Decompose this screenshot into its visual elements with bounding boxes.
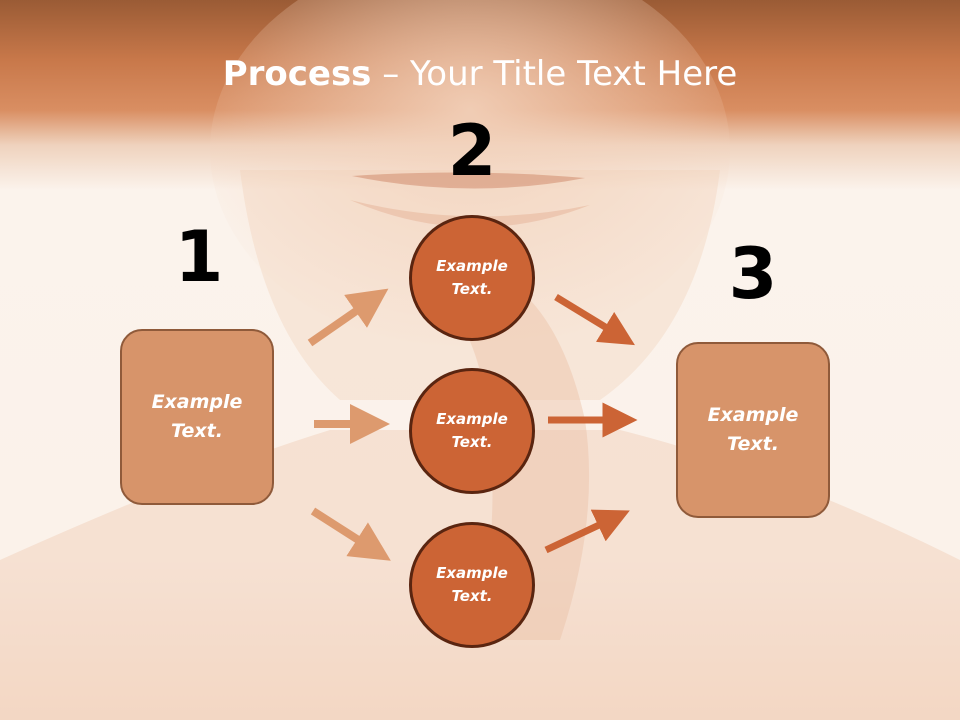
step-1-text: Example Text. <box>151 391 243 442</box>
step-3-box: Example Text. <box>676 342 830 518</box>
arrow-1-to-top <box>307 288 389 347</box>
slide-title: Process – Your Title Text Here <box>0 52 960 96</box>
step-2-circle-bottom: Example Text. <box>409 522 535 648</box>
step-2-text-middle: Example Text. <box>436 410 508 451</box>
step-2-text-bottom: Example Text. <box>436 564 508 605</box>
step-2-text-top: Example Text. <box>436 257 508 298</box>
title-rest: – Your Title Text Here <box>371 54 738 94</box>
arrow-top-to-3 <box>554 294 635 346</box>
step-3-number: 3 <box>728 233 778 315</box>
arrow-bottom-to-3 <box>544 509 630 554</box>
step-2-circle-top: Example Text. <box>409 215 535 341</box>
step-2-circle-middle: Example Text. <box>409 368 535 494</box>
step-1-box: Example Text. <box>120 329 274 505</box>
step-1-number: 1 <box>174 216 224 298</box>
title-bold: Process <box>222 54 372 94</box>
step-2-number: 2 <box>447 110 497 192</box>
step-3-text: Example Text. <box>707 404 799 455</box>
arrow-1-to-bottom <box>310 507 391 561</box>
